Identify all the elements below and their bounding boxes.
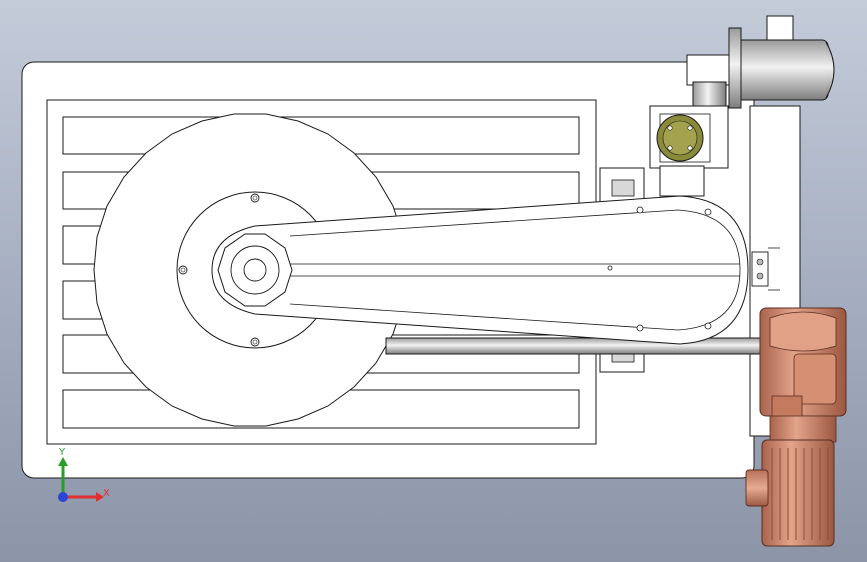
guard-bolt <box>704 322 712 330</box>
upper-motor <box>649 15 835 197</box>
guard-bolt <box>636 206 644 214</box>
flange-bolt <box>667 125 673 131</box>
guard-bolt <box>704 208 712 216</box>
hub-bolt <box>178 265 188 275</box>
guard-bolt <box>636 324 644 332</box>
flange-bolt <box>687 125 693 131</box>
x-axis-head <box>96 492 104 502</box>
flange-bolt <box>687 145 693 151</box>
tensioner-clamp <box>751 247 780 291</box>
lower-gear-motor <box>745 307 847 547</box>
belt-guard <box>211 195 749 345</box>
hub-bolt <box>250 337 260 347</box>
flange-bolt <box>667 145 673 151</box>
hub-bolt <box>250 193 260 203</box>
y-axis-head <box>58 457 68 466</box>
y-axis-label: Y <box>58 447 66 458</box>
drive-shaft <box>385 337 765 355</box>
coordinate-triad: X Y <box>58 447 110 502</box>
bearing-block-top <box>599 167 645 205</box>
x-axis-label: X <box>103 488 110 499</box>
z-axis-dot <box>58 492 68 502</box>
guard-bolt <box>607 265 613 271</box>
